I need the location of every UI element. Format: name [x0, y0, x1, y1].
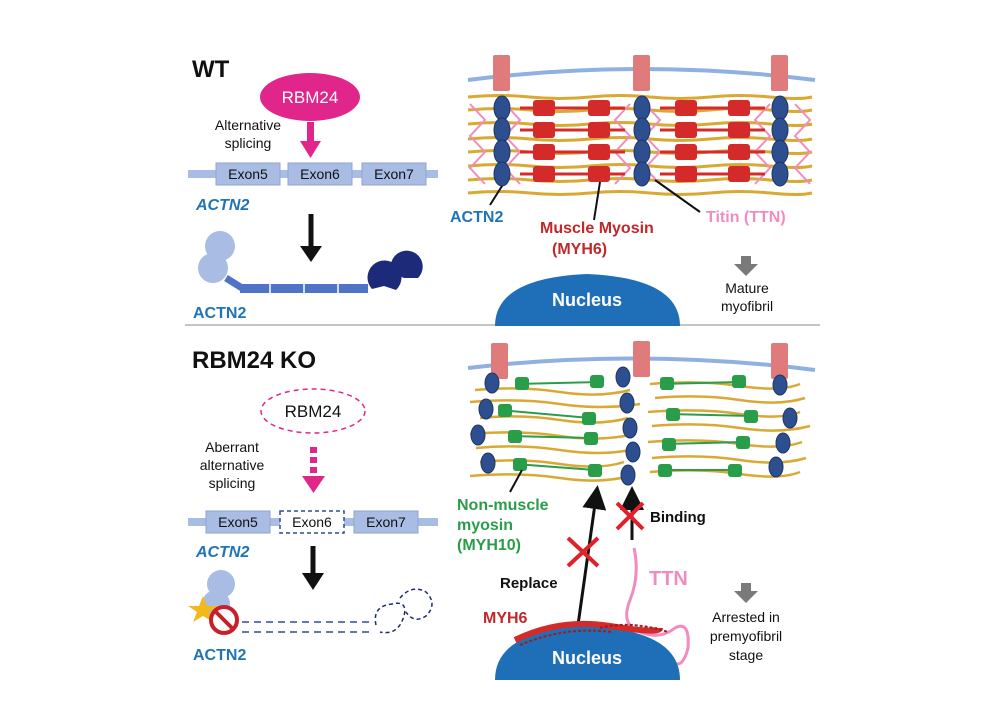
outcome-ko-1: Arrested in: [712, 609, 780, 625]
splicing-label-wt-1: Alternative: [215, 117, 281, 133]
myosin-callout-wt-1: Muscle Myosin: [540, 220, 654, 237]
outcome-arrow-ko: [734, 583, 758, 603]
membrane-pillar: [491, 343, 508, 379]
rbm24-label-ko: RBM24: [285, 402, 342, 421]
sarcomere-array-wt: [467, 94, 813, 196]
titin-callout-line-wt: [654, 179, 701, 213]
exon6-box-ko: [279, 510, 345, 534]
myosin-callout-wt-2: (MYH6): [552, 241, 607, 258]
actn2-protein-label-wt: ACTN2: [193, 305, 246, 322]
exon7-label-ko: Exon7: [366, 514, 406, 530]
outcome-wt-2: myofibril: [721, 298, 773, 314]
exon5-label-ko: Exon5: [218, 514, 258, 530]
rbm24-protein-wt: RBM24: [260, 73, 360, 121]
actn2-callout-wt: ACTN2: [450, 209, 503, 226]
outcome-wt-1: Mature: [725, 280, 769, 296]
membrane-ko: [467, 341, 816, 379]
nucleus-label-ko: Nucleus: [552, 648, 622, 668]
star-icon: [188, 596, 218, 622]
z-discs: [493, 95, 789, 187]
rbm24-arrow-ko: [302, 447, 325, 493]
splicing-label-wt-2: splicing: [225, 135, 272, 151]
nonmuscle-myosin-filaments: [498, 375, 758, 477]
exon6-label-ko: Exon6: [292, 514, 332, 530]
membrane-pillar: [493, 55, 510, 91]
binding-block-icon: [615, 501, 645, 531]
outcome-arrow-wt: [734, 256, 758, 276]
exon6-box-wt: [287, 162, 353, 186]
splicing-label-ko-1: Aberrant: [205, 439, 259, 455]
outcome-ko-3: stage: [729, 647, 763, 663]
membrane-wt: [467, 55, 816, 91]
exon5-box-ko: [205, 510, 271, 534]
exon7-label-wt: Exon7: [374, 166, 414, 182]
nucleus-wt: Nucleus: [495, 274, 680, 326]
actn2-gene-label-wt: ACTN2: [195, 197, 249, 214]
translation-arrowhead-ko: [302, 573, 324, 590]
actn2-callout-line-wt: [489, 185, 503, 206]
actn2-protein-wt: [198, 231, 423, 293]
prohibited-icon: [209, 605, 239, 635]
z-bodies: [470, 366, 798, 486]
membrane-pillar: [771, 343, 788, 379]
exon-track-wt: Exon5 Exon6 Exon7: [188, 162, 438, 186]
nonmuscle-callout-2: myosin: [457, 517, 513, 534]
actn2-gene-label-ko: ACTN2: [195, 544, 249, 561]
nucleus-ko: Nucleus: [495, 626, 680, 680]
rbm24-arrow-wt: [300, 122, 321, 158]
nonmuscle-callout-3: (MYH10): [457, 537, 521, 554]
exon-track-ko: Exon5 Exon6 Exon7: [188, 510, 438, 534]
ko-title: RBM24 KO: [192, 347, 316, 374]
splicing-label-ko-3: splicing: [209, 475, 256, 491]
myosin-filaments: [520, 100, 765, 182]
splicing-label-ko-2: alternative: [200, 457, 265, 473]
wt-title: WT: [192, 56, 230, 83]
outcome-ko-2: premyofibril: [710, 628, 782, 644]
actn2-protein-label-ko: ACTN2: [193, 647, 246, 664]
replace-block-icon: [566, 536, 600, 568]
exon7-box-wt: [361, 162, 427, 186]
actin-filaments: [467, 94, 813, 196]
binding-label: Binding: [650, 509, 706, 526]
exon7-box-ko: [353, 510, 419, 534]
myh6-label: MYH6: [483, 610, 528, 627]
rbm24-label-wt: RBM24: [282, 88, 339, 107]
myosin-callout-line-wt: [593, 181, 601, 221]
ttn-label: TTN: [649, 568, 688, 590]
membrane-pillar: [771, 55, 788, 91]
premyofibril-array-ko: [469, 366, 811, 486]
exon5-box-wt: [215, 162, 281, 186]
nonmuscle-callout-line: [509, 469, 523, 493]
membrane-pillar: [633, 341, 650, 377]
replace-label: Replace: [500, 575, 558, 592]
replace-arrow: [576, 485, 607, 626]
actn2-protein-ko: [188, 570, 433, 635]
membrane-pillar: [633, 55, 650, 91]
nucleus-label-wt: Nucleus: [552, 290, 622, 310]
exon5-label-wt: Exon5: [228, 166, 268, 182]
translation-arrowhead-wt: [300, 246, 322, 262]
rbm24-protein-ko: RBM24: [260, 388, 366, 434]
ttn-filament: [625, 547, 690, 666]
myh6-aggregate: [513, 620, 669, 646]
titin-callout-wt: Titin (TTN): [706, 209, 786, 226]
exon6-label-wt: Exon6: [300, 166, 340, 182]
nonmuscle-callout-1: Non-muscle: [457, 497, 549, 514]
